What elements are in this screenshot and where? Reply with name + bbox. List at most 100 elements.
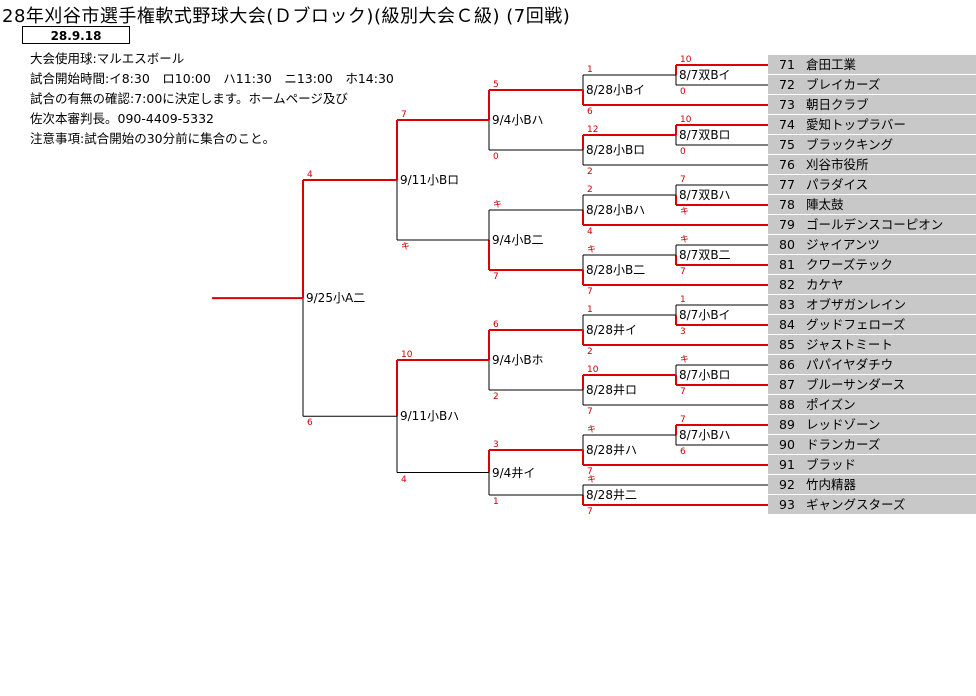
team-name: パラダイス xyxy=(806,177,869,192)
team-name: ブラックキング xyxy=(806,137,894,152)
score-top: 1 xyxy=(587,65,593,75)
team-number: 75 xyxy=(779,137,795,152)
score-top: キ xyxy=(587,245,597,255)
team-name: クワーズテック xyxy=(806,257,893,272)
team-name: 刈谷市役所 xyxy=(806,157,869,172)
score-bottom: 2 xyxy=(493,392,499,402)
score-top: キ xyxy=(680,235,690,245)
match-r2-3: 8/28小B二 xyxy=(586,263,646,277)
team-number: 79 xyxy=(779,217,795,232)
score-bottom: 0 xyxy=(680,147,686,157)
match-r3-2: 9/4小Bホ xyxy=(492,353,544,367)
match-r2-4: 8/28井イ xyxy=(586,323,637,337)
team-name: 愛知トップラバー xyxy=(806,117,906,132)
team-number: 80 xyxy=(779,237,795,252)
team-name: ブラッド xyxy=(806,457,857,472)
score-top: 1 xyxy=(587,305,593,315)
team-name: ブルーサンダース xyxy=(806,377,906,392)
score-top: 7 xyxy=(680,415,686,425)
score-top: 10 xyxy=(587,365,599,375)
score-top: キ xyxy=(587,475,597,485)
score-top: 6 xyxy=(493,320,499,330)
score-top: キ xyxy=(680,355,690,365)
score-bottom: 7 xyxy=(680,387,686,397)
info-ball: 大会使用球:マルエスボール xyxy=(30,51,185,66)
team-number: 93 xyxy=(779,497,795,512)
team-number: 90 xyxy=(779,437,795,452)
team-number: 71 xyxy=(779,57,795,72)
date-box: 28.9.18 xyxy=(22,26,130,44)
match-r1-5: 8/7小Bロ xyxy=(679,368,731,382)
team-name: レッドゾーン xyxy=(806,417,881,432)
score-bottom: 7 xyxy=(680,267,686,277)
team-number: 85 xyxy=(779,337,795,352)
match-final: 9/25小A二 xyxy=(306,291,366,306)
match-r3-3: 9/4井イ xyxy=(492,465,536,480)
score-bottom: 4 xyxy=(401,474,407,485)
team-row: 89 レッドゾーン xyxy=(768,415,976,434)
page-title: 28年刈谷市選手権軟式野球大会(Ｄブロック)(級別大会Ｃ級) (7回戦) xyxy=(2,6,571,27)
team-name: カケヤ xyxy=(806,277,844,292)
match-r2-1: 8/28小Bロ xyxy=(586,143,646,157)
match-r4-1: 9/11小Bハ xyxy=(400,409,460,424)
score-bottom: 7 xyxy=(587,507,593,517)
team-name: ゴールデンスコーピオン xyxy=(806,217,944,232)
match-r2-5: 8/28井ロ xyxy=(586,383,637,397)
score-top: 12 xyxy=(587,125,599,135)
team-number: 88 xyxy=(779,397,795,412)
match-r2-0: 8/28小Bイ xyxy=(586,83,646,97)
score-top: 5 xyxy=(493,80,499,90)
team-row: 90 ドランカーズ xyxy=(768,435,976,454)
team-number: 87 xyxy=(779,377,795,392)
score-top: キ xyxy=(587,425,597,435)
score-top: 10 xyxy=(401,350,413,360)
team-number: 72 xyxy=(779,77,795,92)
team-row: 79 ゴールデンスコーピオン xyxy=(768,215,976,234)
team-number: 89 xyxy=(779,417,795,432)
score-bottom: 2 xyxy=(587,167,593,177)
match-r3-0: 9/4小Bハ xyxy=(492,113,544,127)
team-number: 83 xyxy=(779,297,795,312)
info-start-times: 試合開始時間:イ8:30 ロ10:00 ハ11:30 ニ13:00 ホ14:30 xyxy=(30,71,394,86)
match-r1-1: 8/7双Bロ xyxy=(679,128,731,142)
score-bottom: 6 xyxy=(587,107,593,117)
score-bottom: キ xyxy=(680,207,690,217)
match-r2-7: 8/28井二 xyxy=(586,488,637,502)
match-r1-6: 8/7小Bハ xyxy=(679,428,731,442)
score-top: 10 xyxy=(680,55,692,65)
score-top: 2 xyxy=(587,185,593,195)
score-top: 7 xyxy=(401,110,407,120)
match-r1-2: 8/7双Bハ xyxy=(679,188,731,202)
team-name: グッドフェローズ xyxy=(806,317,906,332)
score-bottom: 0 xyxy=(680,87,686,97)
team-number: 77 xyxy=(779,177,795,192)
info-umpire: 佐次本審判長。090-4409-5332 xyxy=(30,111,215,126)
team-name: オブザガンレイン xyxy=(806,297,907,312)
team-name: ドランカーズ xyxy=(806,437,881,452)
score-bottom: 7 xyxy=(587,467,593,477)
score-top: 4 xyxy=(307,170,313,180)
team-number: 78 xyxy=(779,197,795,212)
score-bottom: 6 xyxy=(680,447,686,457)
match-r1-3: 8/7双B二 xyxy=(679,248,731,262)
score-bottom: 4 xyxy=(587,227,593,237)
match-r1-0: 8/7双Bイ xyxy=(679,68,731,82)
score-bottom: キ xyxy=(401,242,411,252)
score-bottom: 7 xyxy=(493,272,499,282)
team-number: 92 xyxy=(779,477,795,492)
team-number: 73 xyxy=(779,97,795,112)
team-number: 86 xyxy=(779,357,795,372)
